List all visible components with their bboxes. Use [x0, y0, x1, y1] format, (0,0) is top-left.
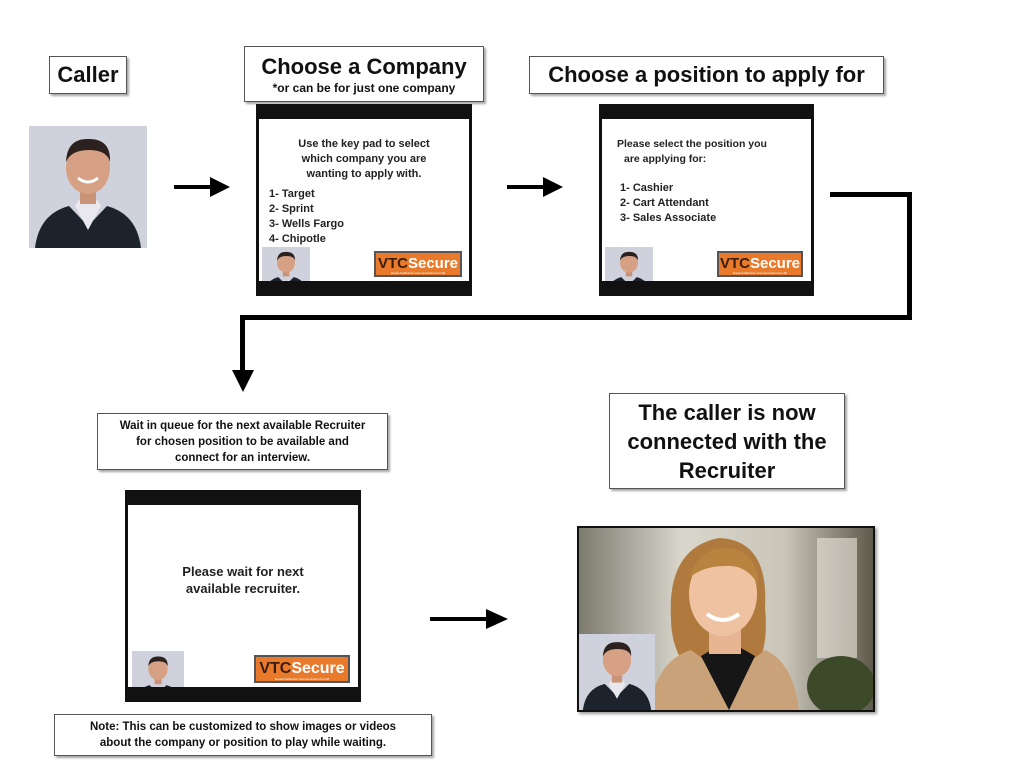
logo-prefix: VTC — [259, 660, 292, 677]
customization-note: Note: This can be customized to show ima… — [54, 714, 432, 756]
waiting-screen: Please wait for next available recruiter… — [125, 490, 361, 702]
waiting-line: available recruiter. — [185, 581, 301, 596]
note-line: about the company or position to play wh… — [99, 737, 387, 749]
arrow-caller-to-company — [174, 185, 214, 189]
position-options: 1- Cashier 2- Cart Attendant 3- Sales As… — [620, 181, 716, 226]
instruction-line: are applying for: — [624, 153, 707, 165]
logo-tagline: Equal & Effective Communication For All — [391, 271, 445, 275]
arrow-down-icon — [232, 370, 254, 392]
arrow-head-icon — [543, 177, 563, 197]
screen-top-bar — [602, 107, 811, 119]
choose-position-label: Choose a position to apply for — [529, 56, 884, 94]
position-instructions: Please select the position you are apply… — [617, 137, 767, 167]
instruction-line: wanting to apply with. — [306, 168, 422, 180]
connected-caption-line: The caller is now — [638, 400, 816, 425]
company-option-wells-fargo[interactable]: 3- Wells Fargo — [269, 218, 344, 230]
logo-name: Secure — [749, 255, 801, 272]
position-select-screen: Please select the position you are apply… — [599, 104, 814, 296]
arrow-company-to-position — [507, 185, 547, 189]
caller-photo — [29, 126, 147, 248]
vtcsecure-logo: VTCSecure Equal & Effective Communicatio… — [254, 655, 350, 683]
position-option-sales-associate[interactable]: 3- Sales Associate — [620, 212, 717, 224]
company-option-sprint[interactable]: 2- Sprint — [269, 203, 314, 215]
choose-company-label: Choose a Company *or can be for just one… — [244, 46, 484, 102]
company-options: 1- Target 2- Sprint 3- Wells Fargo 4- Ch… — [269, 187, 344, 247]
connector-drop — [240, 315, 245, 372]
caller-label-text: Caller — [57, 62, 119, 87]
screen-top-bar — [128, 493, 358, 505]
logo-name: Secure — [407, 255, 459, 272]
choose-position-title: Choose a position to apply for — [548, 62, 865, 87]
screen-bottom-bar — [128, 687, 358, 699]
queue-caption-line: for chosen position to be available and — [136, 436, 349, 448]
vtcsecure-logo: VTCSecure Equal & Effective Communicatio… — [374, 251, 462, 277]
logo-prefix: VTC — [719, 255, 750, 272]
company-option-chipotle[interactable]: 4- Chipotle — [269, 233, 326, 245]
connector-left — [240, 315, 912, 320]
note-line: Note: This can be customized to show ima… — [89, 721, 397, 733]
queue-caption-line: connect for an interview. — [174, 452, 311, 464]
queue-caption: Wait in queue for the next available Rec… — [97, 413, 388, 470]
connector-right — [830, 192, 912, 197]
logo-tagline: Equal & Effective Communication For All — [733, 271, 787, 275]
position-option-cashier[interactable]: 1- Cashier — [620, 182, 674, 194]
company-instructions: Use the key pad to select which company … — [259, 137, 469, 182]
arrow-head-icon — [486, 609, 508, 629]
logo-prefix: VTC — [377, 255, 408, 272]
logo-name: Secure — [291, 660, 345, 677]
video-call-frame — [577, 526, 875, 712]
connected-caption: The caller is now connected with the Rec… — [609, 393, 845, 489]
screen-bottom-bar — [259, 281, 469, 293]
instruction-line: Please select the position you — [617, 138, 767, 150]
caller-label: Caller — [49, 56, 127, 94]
waiting-line: Please wait for next — [182, 564, 304, 579]
waiting-message: Please wait for next available recruiter… — [128, 563, 358, 597]
queue-caption-line: Wait in queue for the next available Rec… — [119, 420, 366, 432]
caller-pip-thumbnail — [579, 634, 655, 710]
screen-top-bar — [259, 107, 469, 119]
logo-tagline: Equal & Effective Communication For All — [275, 677, 329, 681]
instruction-line: which company you are — [301, 153, 427, 165]
connector-down — [907, 192, 912, 320]
choose-company-subtitle: *or can be for just one company — [272, 81, 456, 95]
screen-bottom-bar — [602, 281, 811, 293]
company-select-screen: Use the key pad to select which company … — [256, 104, 472, 296]
arrow-queue-to-connected — [430, 617, 490, 621]
connected-caption-line: connected with the — [627, 429, 827, 454]
arrow-head-icon — [210, 177, 230, 197]
position-option-cart-attendant[interactable]: 2- Cart Attendant — [620, 197, 709, 209]
vtcsecure-logo: VTCSecure Equal & Effective Communicatio… — [717, 251, 803, 277]
connected-caption-line: Recruiter — [678, 458, 776, 483]
choose-company-title: Choose a Company — [261, 54, 467, 79]
company-option-target[interactable]: 1- Target — [269, 188, 315, 200]
instruction-line: Use the key pad to select — [298, 138, 430, 150]
